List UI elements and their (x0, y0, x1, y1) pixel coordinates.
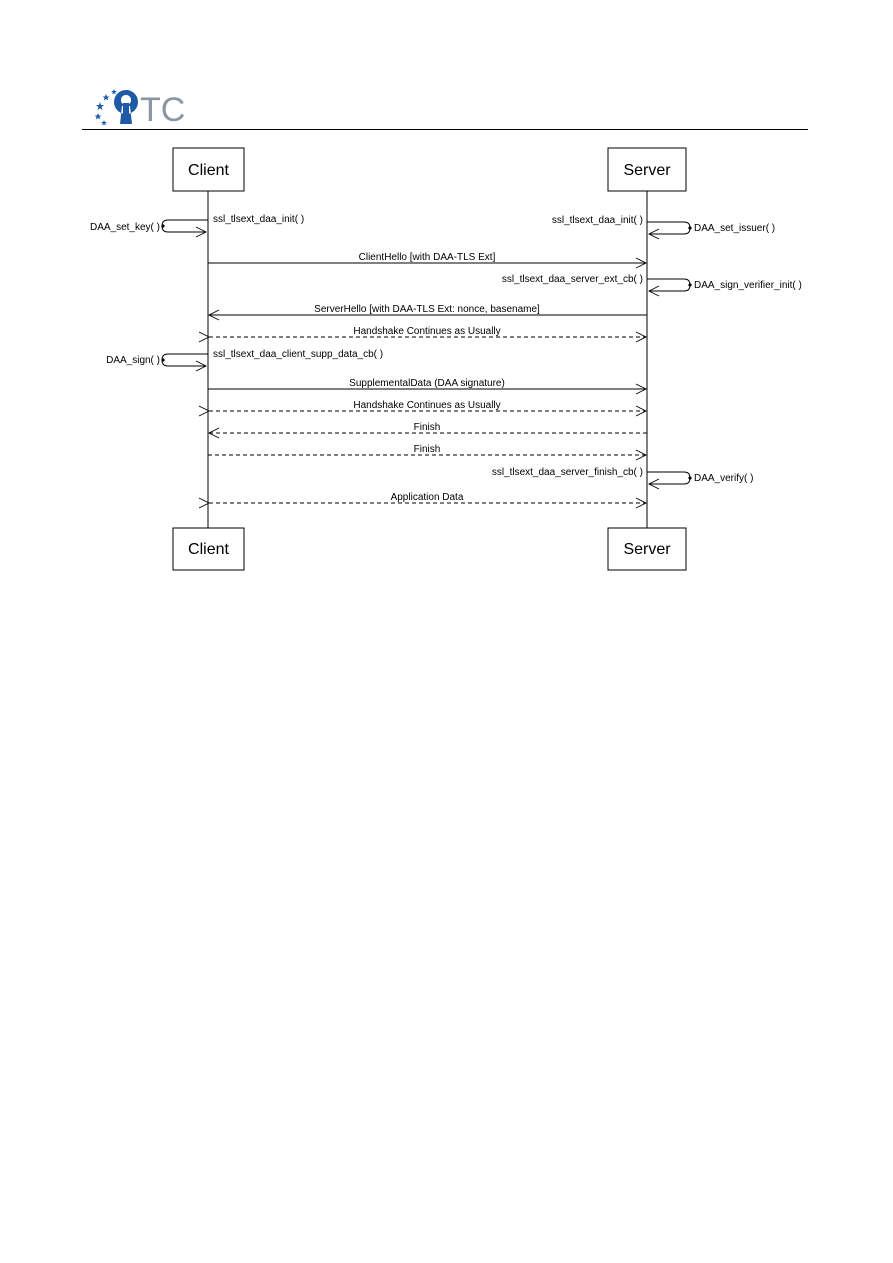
label-daa-sign-verifier-init: DAA_sign_verifier_init( ) (694, 280, 802, 291)
label-application-data: Application Data (391, 492, 464, 503)
msg-finish-2: Finish (208, 444, 648, 461)
msg-client-hello: ClientHello [with DAA-TLS Ext] (208, 252, 648, 269)
label-server-hello: ServerHello [with DAA-TLS Ext: nonce, ba… (314, 304, 540, 315)
keyhole-icon (114, 90, 138, 124)
msg-finish-1: Finish (207, 422, 647, 439)
logo-text: TC (140, 91, 185, 126)
label-server-finish-cb: ssl_tlsext_daa_server_finish_cb( ) (492, 467, 643, 478)
self-call-daa-verify: DAA_verify( ) (647, 471, 753, 490)
msg-supplemental-data: SupplementalData (DAA signature) (208, 378, 648, 395)
server-label: Server (623, 162, 671, 179)
label-server-init: ssl_tlsext_daa_init( ) (552, 215, 643, 226)
star-ring-icon (94, 89, 117, 126)
server-box-top: Server (607, 147, 687, 192)
msg-handshake-1: Handshake Continues as Usually (198, 326, 648, 343)
client-box-top: Client (172, 147, 245, 192)
msg-application-data: Application Data (198, 492, 648, 509)
label-server-ext-cb: ssl_tlsext_daa_server_ext_cb( ) (502, 274, 643, 285)
client-label: Client (188, 541, 229, 558)
label-client-init: ssl_tlsext_daa_init( ) (213, 214, 304, 225)
label-handshake-2: Handshake Continues as Usually (353, 400, 500, 411)
label-supplemental-data: SupplementalData (DAA signature) (349, 378, 505, 389)
server-label: Server (623, 541, 671, 558)
self-call-daa-sign-verifier-init: DAA_sign_verifier_init( ) (647, 278, 802, 297)
label-handshake-1: Handshake Continues as Usually (353, 326, 500, 337)
self-call-daa-set-issuer: DAA_set_issuer( ) (647, 221, 775, 240)
self-call-daa-sign: DAA_sign( ) (106, 353, 208, 372)
msg-server-hello: ServerHello [with DAA-TLS Ext: nonce, ba… (207, 304, 647, 321)
header-rule (82, 129, 808, 130)
self-call-daa-set-key: DAA_set_key( ) (90, 219, 208, 238)
label-daa-set-issuer: DAA_set_issuer( ) (694, 223, 775, 234)
label-daa-sign: DAA_sign( ) (106, 355, 160, 366)
client-box-bottom: Client (172, 527, 245, 571)
itc-logo: TC (94, 89, 185, 126)
label-client-hello: ClientHello [with DAA-TLS Ext] (359, 252, 496, 263)
label-finish-2: Finish (414, 444, 441, 455)
msg-handshake-2: Handshake Continues as Usually (198, 400, 648, 417)
server-box-bottom: Server (607, 527, 687, 571)
client-label: Client (188, 162, 229, 179)
label-daa-verify: DAA_verify( ) (694, 473, 753, 484)
label-client-supp-data-cb: ssl_tlsext_daa_client_supp_data_cb( ) (213, 349, 383, 360)
label-daa-set-key: DAA_set_key( ) (90, 222, 160, 233)
label-finish-1: Finish (414, 422, 441, 433)
